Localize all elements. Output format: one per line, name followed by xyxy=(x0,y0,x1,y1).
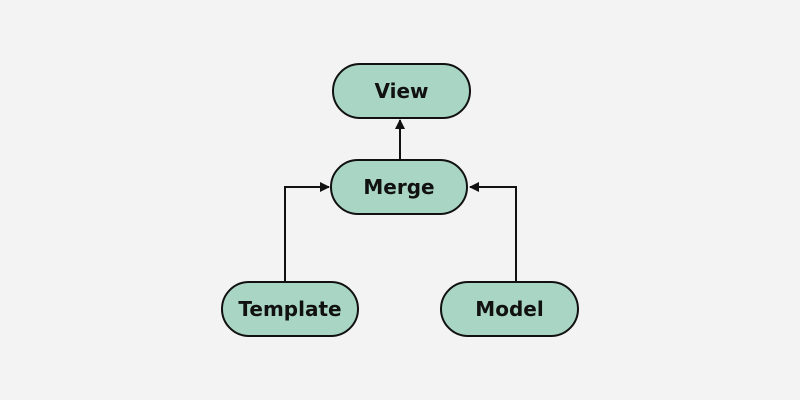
node-model-label: Model xyxy=(475,297,544,321)
node-model: Model xyxy=(440,281,579,337)
node-merge-label: Merge xyxy=(363,175,435,199)
node-template-label: Template xyxy=(238,297,342,321)
node-view: View xyxy=(332,63,471,119)
edge-template-to-merge xyxy=(284,182,330,281)
edge-model-to-merge xyxy=(469,182,517,281)
node-merge: Merge xyxy=(330,159,468,215)
node-view-label: View xyxy=(374,79,429,103)
node-template: Template xyxy=(221,281,359,337)
